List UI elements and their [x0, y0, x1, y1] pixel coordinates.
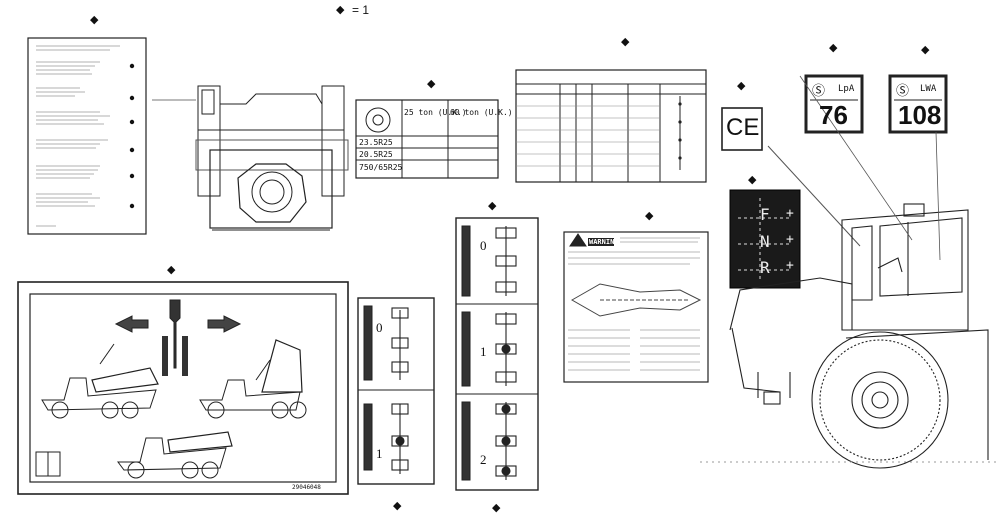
checklist-decal: [27, 37, 147, 235]
noise-plate-lwa-unit: LWA: [920, 84, 937, 94]
legend-diamond-icon: ◆: [336, 3, 345, 16]
diff-lock-decal-large: [455, 217, 539, 491]
gear-label-reverse: R: [760, 258, 770, 277]
truck-icon-right: [199, 339, 307, 419]
gear-label-forward: F: [760, 205, 770, 224]
legend-quantity: = 1: [352, 3, 370, 17]
truck-icon-left: [41, 343, 159, 419]
diff-lock-small-label-0: 0: [376, 320, 383, 335]
marker-diff-lock-small-icon: ◆: [393, 499, 402, 512]
marker-diff-lock-large-icon: ◆: [488, 199, 497, 212]
noise-plate-lwa-symbol-icon: Ⓢ: [896, 84, 910, 99]
capacity-row-2: 20.5R25: [359, 150, 393, 159]
diff-lock-large-label-2: 2: [480, 452, 487, 467]
diff-lock-small-label-1: 1: [376, 446, 383, 461]
warning-decal: [563, 231, 709, 383]
noise-plate-lpa-unit: LpA: [838, 84, 855, 94]
capacity-table-decal: [355, 99, 499, 179]
marker-ce-icon: ◆: [737, 79, 746, 92]
spec-table-decal: [515, 69, 707, 183]
noise-plate-lpa-symbol-icon: Ⓢ: [812, 84, 826, 99]
noise-plate-lwa-value: 108: [898, 100, 942, 130]
capacity-row-3: 750/65R25: [359, 163, 403, 172]
marker-tipping-icon: ◆: [167, 263, 176, 276]
tipping-instruction-panel: [17, 281, 349, 495]
marker-spec-table-icon: ◆: [621, 35, 630, 48]
marker-checklist-icon: ◆: [90, 13, 99, 26]
marker-noise-lwa-icon: ◆: [921, 43, 930, 56]
truck-icon-bottom: [117, 431, 233, 479]
noise-plate-lpa: [804, 74, 864, 134]
marker-capacity-icon: ◆: [427, 77, 436, 90]
ce-mark: CE: [726, 114, 760, 141]
gear-selector-plate: [729, 189, 801, 289]
truck-side-view: [700, 75, 1000, 469]
gear-plus-2: +: [786, 232, 794, 247]
part-number: 29046048: [292, 484, 321, 491]
marker-warning-icon: ◆: [645, 209, 654, 222]
noise-plate-lwa: [888, 74, 948, 134]
gear-plus-1: +: [786, 206, 794, 221]
capacity-header-2: 60 ton (U.K.): [450, 108, 513, 117]
truck-rear-view: [152, 85, 349, 231]
marker-gear-icon: ◆: [748, 173, 757, 186]
warning-title: WARNING: [589, 238, 619, 246]
diff-lock-large-label-0: 0: [480, 238, 487, 253]
diff-lock-large-label-1: 1: [480, 344, 487, 359]
diff-lock-decal-small: [357, 297, 435, 485]
gear-label-neutral: N: [760, 232, 770, 251]
noise-plate-lpa-value: 76: [819, 100, 848, 130]
marker-noise-lpa-icon: ◆: [829, 41, 838, 54]
marker-diff-lock-large-bottom-icon: ◆: [492, 501, 501, 514]
gear-plus-3: +: [786, 258, 794, 273]
capacity-row-1: 23.5R25: [359, 138, 393, 147]
capacity-header-1: 25 ton (U.K.): [404, 108, 467, 117]
ce-plate: [721, 107, 861, 247]
